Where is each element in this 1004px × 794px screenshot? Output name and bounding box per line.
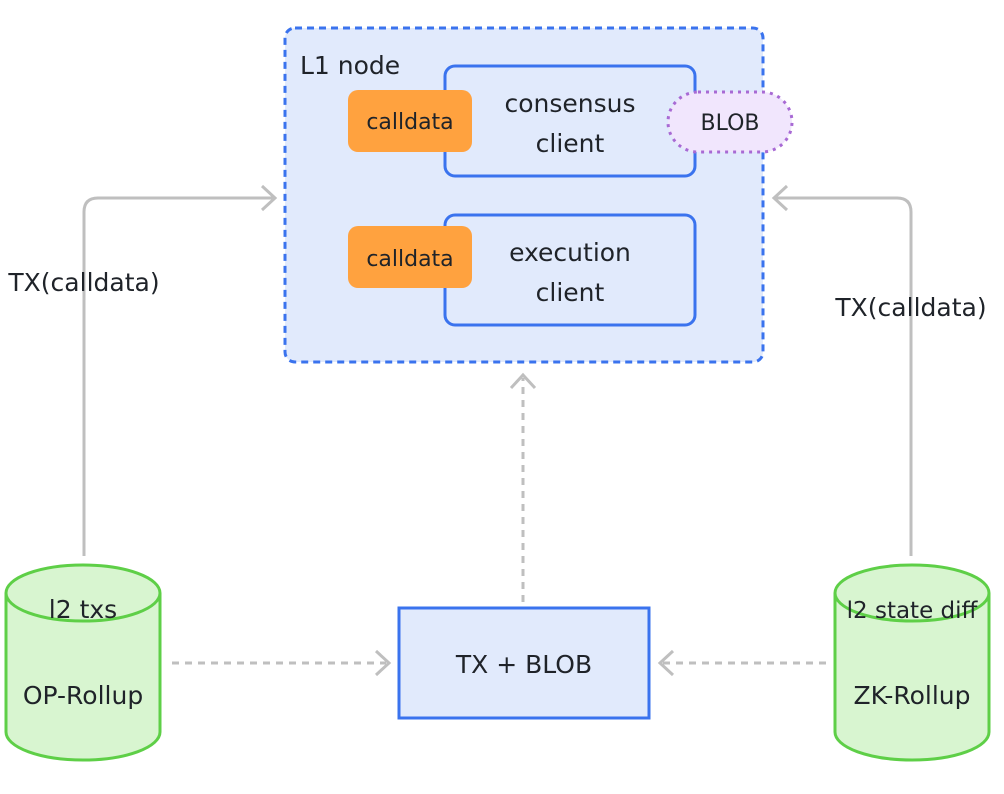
blob-label: BLOB — [701, 111, 760, 136]
center-dashed-arrow-head — [509, 372, 537, 390]
zk-rollup-cylinder — [833, 563, 991, 762]
blob-pill — [666, 90, 794, 154]
right-arrow-head — [771, 184, 789, 212]
consensus-client-line2: client — [536, 129, 605, 158]
consensus-client-box — [443, 64, 697, 178]
execution-client-line2: client — [536, 278, 605, 307]
left-arrow-head — [260, 184, 278, 212]
op-to-txblob-arrow-head — [374, 649, 392, 677]
tx-blob-box — [397, 606, 651, 720]
l1-node-title: L1 node — [300, 51, 400, 80]
left-arrow-label: TX(calldata) — [7, 268, 159, 297]
op-rollup-cylinder — [4, 563, 162, 762]
consensus-calldata-label: calldata — [366, 110, 453, 135]
left-arrow-line — [82, 196, 274, 556]
execution-client-box — [443, 213, 697, 327]
right-arrow-label: TX(calldata) — [834, 293, 986, 322]
execution-calldata-tag — [348, 226, 472, 288]
op-rollup-name: OP-Rollup — [23, 681, 143, 710]
zk-rollup-name: ZK-Rollup — [853, 681, 970, 710]
op-rollup-top-label: l2 txs — [49, 595, 117, 624]
consensus-client-line1: consensus — [504, 89, 635, 118]
right-arrow-line — [775, 196, 913, 556]
tx-blob-label: TX + BLOB — [455, 650, 592, 679]
execution-calldata-label: calldata — [366, 247, 453, 272]
execution-client-line1: execution — [509, 238, 631, 267]
zk-to-txblob-arrow-head — [657, 649, 675, 677]
zk-rollup-top-label: l2 state diff — [847, 598, 979, 624]
consensus-calldata-tag — [348, 90, 472, 152]
